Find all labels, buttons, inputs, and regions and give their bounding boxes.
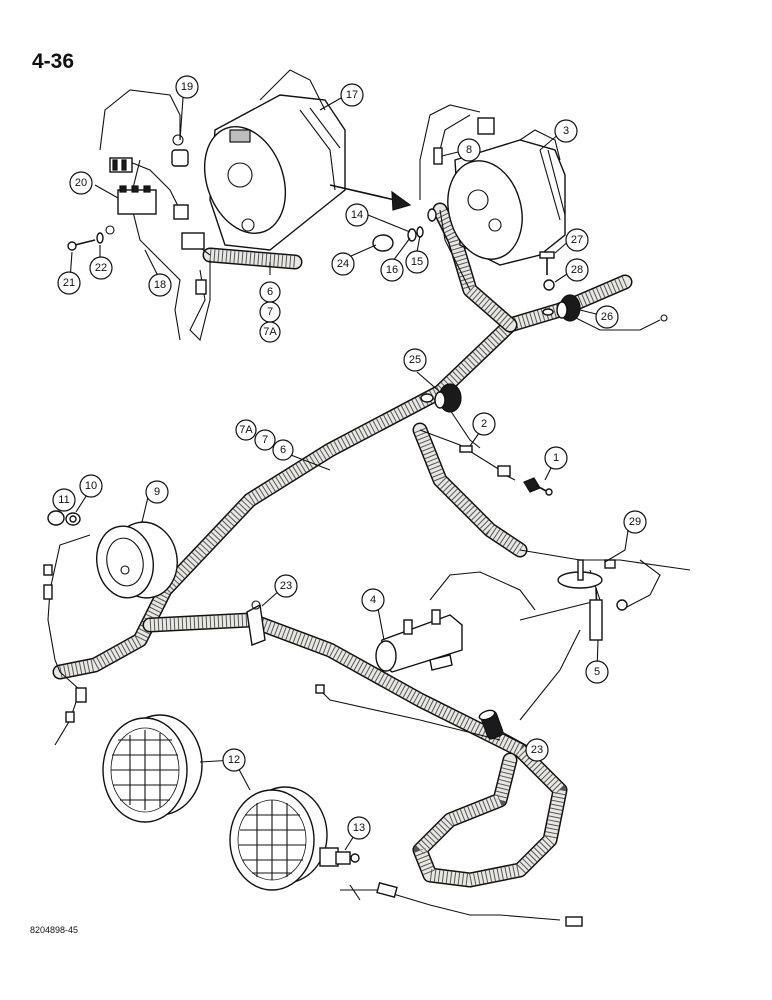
svg-text:26: 26	[601, 311, 613, 323]
callout-18: 18	[148, 273, 172, 297]
svg-text:19: 19	[181, 81, 193, 93]
clamp-26	[542, 294, 581, 322]
svg-text:7: 7	[267, 306, 273, 318]
callout-25: 25	[403, 348, 427, 372]
callout-9: 9	[145, 480, 169, 504]
svg-text:12: 12	[228, 754, 240, 766]
callout-7-mid: 7	[254, 429, 276, 451]
drawing-code: 8204898-45	[30, 925, 79, 935]
svg-text:28: 28	[571, 264, 583, 276]
callout-11: 11	[52, 488, 76, 512]
callout-16: 16	[380, 258, 404, 282]
svg-text:8: 8	[466, 144, 472, 156]
svg-text:3: 3	[563, 125, 569, 137]
nut-11-washer-10	[47, 510, 81, 526]
screw-21-washer-22	[67, 232, 104, 251]
callout-15: 15	[405, 250, 429, 274]
svg-text:6: 6	[280, 444, 286, 456]
hardware-14-15-16-24	[372, 208, 437, 252]
callout-19: 19	[175, 75, 199, 99]
connectors-left	[43, 564, 87, 723]
callout-2: 2	[472, 412, 496, 436]
svg-text:9: 9	[154, 486, 160, 498]
callout-4: 4	[361, 588, 385, 612]
svg-text:20: 20	[75, 177, 87, 189]
terminal-8	[433, 117, 495, 165]
svg-text:14: 14	[351, 209, 363, 221]
regulator-20	[109, 157, 157, 215]
alternator-3	[447, 129, 566, 266]
callout-1: 1	[544, 446, 568, 470]
bulb-socket-13	[319, 847, 360, 867]
svg-text:15: 15	[411, 256, 423, 268]
page-number: 4-36	[32, 50, 75, 73]
callout-7A-top: 7A	[259, 321, 281, 343]
callout-22: 22	[89, 256, 113, 280]
callout-13: 13	[347, 816, 371, 840]
callout-14: 14	[345, 203, 369, 227]
svg-text:1: 1	[553, 452, 559, 464]
callout-7-top: 7	[259, 301, 281, 323]
horn-9	[96, 521, 178, 599]
bolt-27-nut-28	[539, 251, 555, 291]
transition-arrow	[329, 184, 412, 211]
callout-20: 20	[69, 171, 93, 195]
svg-text:25: 25	[409, 354, 421, 366]
svg-text:17: 17	[346, 89, 358, 101]
svg-text:10: 10	[85, 480, 97, 492]
svg-text:23: 23	[531, 744, 543, 756]
callout-5: 5	[585, 660, 609, 684]
svg-text:29: 29	[629, 516, 641, 528]
svg-text:21: 21	[63, 277, 75, 289]
callout-24: 24	[331, 252, 355, 276]
svg-text:2: 2	[481, 418, 487, 430]
callout-7A-mid: 7A	[235, 419, 257, 441]
callout-17: 17	[340, 83, 364, 107]
wires	[47, 89, 691, 921]
callout-8: 8	[457, 138, 481, 162]
floodlamp-12-left	[102, 714, 203, 823]
svg-text:7: 7	[262, 434, 268, 446]
main-wiring-harness	[52, 202, 633, 888]
svg-text:13: 13	[353, 822, 365, 834]
connectors-near-alternator-17	[105, 134, 207, 295]
connector-2	[459, 445, 511, 477]
svg-text:22: 22	[95, 262, 107, 274]
floodlamp-12-right	[229, 786, 328, 891]
callout-6-top: 6	[259, 281, 281, 303]
callout-10: 10	[79, 474, 103, 498]
clip-23-upper	[246, 600, 266, 646]
callout-12: 12	[222, 748, 246, 772]
svg-text:7A: 7A	[263, 326, 277, 338]
callout-29: 29	[623, 510, 647, 534]
svg-text:11: 11	[58, 494, 69, 506]
sender-29	[557, 559, 628, 641]
callout-26: 26	[595, 305, 619, 329]
svg-text:6: 6	[267, 286, 273, 298]
sender-1	[523, 477, 553, 496]
svg-text:23: 23	[280, 580, 292, 592]
clamp-25	[420, 383, 462, 413]
wire-terminal	[660, 314, 668, 322]
callout-28: 28	[565, 258, 589, 282]
callout-23-lower: 23	[525, 738, 549, 762]
svg-text:24: 24	[337, 258, 349, 270]
callout-3: 3	[554, 119, 578, 143]
svg-text:5: 5	[594, 666, 600, 678]
solenoid-4	[375, 609, 463, 673]
svg-text:27: 27	[571, 234, 583, 246]
callout-6-mid: 6	[272, 439, 294, 461]
callout-23-upper: 23	[274, 574, 298, 598]
svg-text:18: 18	[154, 279, 166, 291]
connectors-lower	[315, 684, 583, 927]
connector-23-lower	[478, 709, 504, 740]
svg-text:16: 16	[386, 264, 398, 276]
svg-text:4: 4	[370, 594, 376, 606]
callout-27: 27	[565, 228, 589, 252]
alternator-17	[203, 69, 346, 251]
svg-text:7A: 7A	[239, 424, 253, 436]
callout-21: 21	[57, 271, 81, 295]
